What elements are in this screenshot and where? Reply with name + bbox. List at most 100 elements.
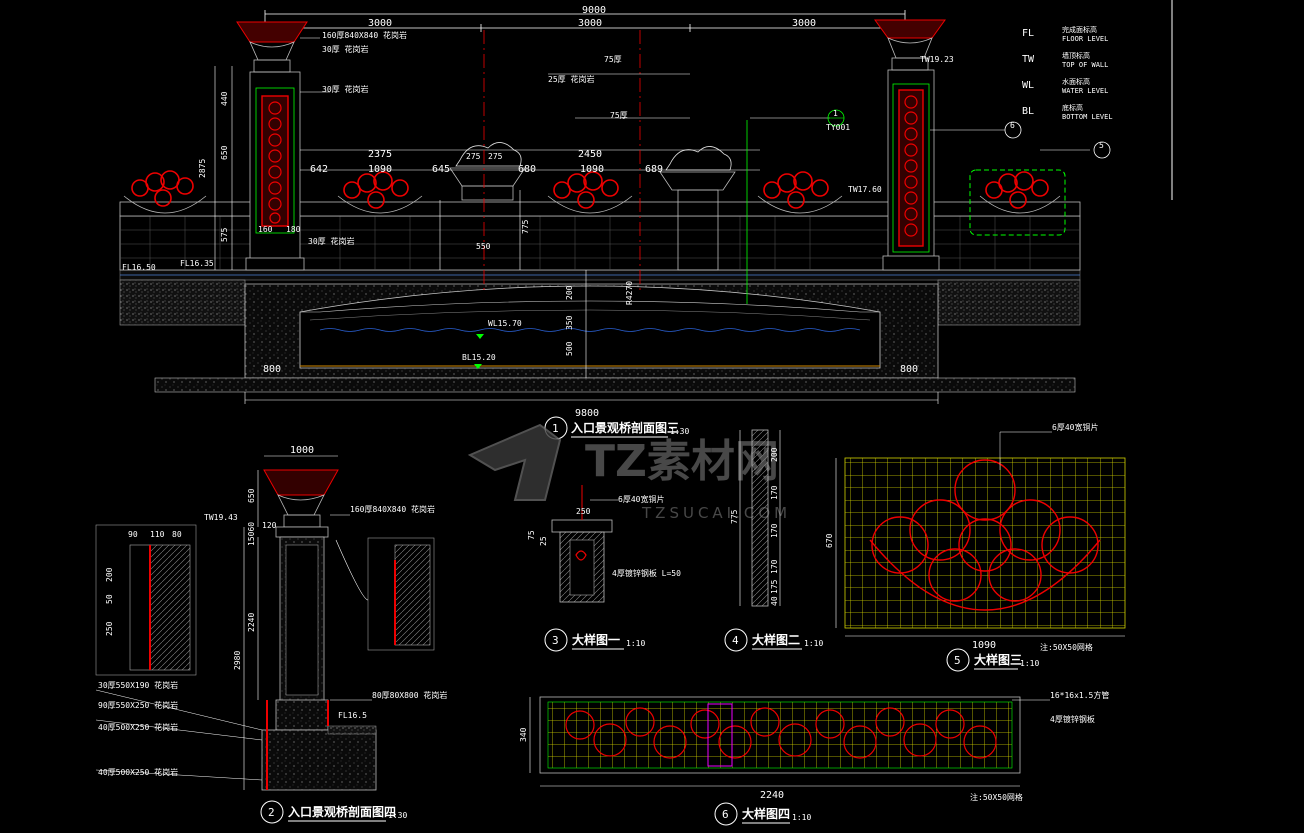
d4-dim-4: 175 bbox=[770, 579, 779, 594]
detail3-number: 3 bbox=[552, 634, 559, 647]
s2-level-fl: FL16.5 bbox=[338, 711, 367, 720]
dim-total: 9000 bbox=[582, 5, 606, 16]
d6-note2: 4厚镀锌钢板 bbox=[1050, 714, 1095, 724]
dim-440: 440 bbox=[220, 91, 229, 106]
dim-642: 642 bbox=[310, 164, 328, 175]
d3-dim-75: 75 bbox=[527, 530, 536, 540]
d3-dim-250: 250 bbox=[576, 507, 591, 516]
dim-2375: 2375 bbox=[368, 149, 392, 160]
dim-2875: 2875 bbox=[198, 159, 207, 178]
detail-3: 250 75 25 6厚40宽铜片 4厚镀锌钢板 L=50 3 大样图一 1:1… bbox=[527, 485, 681, 652]
detail6-scale: 1:10 bbox=[792, 813, 811, 822]
svg-text:30厚 花岗岩: 30厚 花岗岩 bbox=[322, 44, 368, 54]
s2-note-2: 90厚550X250 花岗岩 bbox=[98, 700, 178, 710]
section2-title: 入口景观桥剖面图四 bbox=[288, 804, 396, 819]
d3-note2: 4厚镀锌钢板 L=50 bbox=[612, 568, 681, 578]
legend-code-bl: BL bbox=[1022, 106, 1034, 117]
detail4-title: 大样图二 bbox=[752, 632, 800, 647]
section-1-bridge: 9000 3000 3000 3000 bbox=[119, 5, 1111, 440]
s2-dim-50: 50 bbox=[105, 594, 114, 604]
s2-dim-250: 250 bbox=[105, 621, 114, 636]
legend-zh-fl: 完成面标高 bbox=[1062, 25, 1097, 34]
s2-note-3: 40厚500X250 花岗岩 bbox=[98, 722, 178, 732]
dim-800b: 800 bbox=[900, 364, 918, 375]
d3-note: 6厚40宽铜片 bbox=[618, 494, 664, 504]
dim-650: 650 bbox=[220, 145, 229, 160]
legend-name-bl: BOTTOM LEVEL bbox=[1062, 113, 1113, 121]
dim-350: 350 bbox=[565, 315, 574, 330]
dim-160: 160 bbox=[258, 225, 273, 234]
callout-sheet: TY001 bbox=[826, 123, 850, 132]
dim-550: 550 bbox=[476, 242, 491, 251]
detail6-number: 6 bbox=[722, 808, 729, 821]
d4-dim-total: 775 bbox=[730, 509, 739, 524]
level-fl1635: FL16.35 bbox=[180, 259, 214, 268]
detail4-number: 4 bbox=[732, 634, 739, 647]
s2-dim-15060: 15060 bbox=[247, 522, 256, 546]
svg-text:75厚: 75厚 bbox=[610, 111, 628, 120]
level-bl: BL15.20 bbox=[462, 353, 496, 362]
legend-code-fl: FL bbox=[1022, 28, 1034, 39]
dim-right: 3000 bbox=[792, 18, 816, 29]
legend-name-wl: WATER LEVEL bbox=[1062, 87, 1108, 95]
dim-9800: 9800 bbox=[575, 408, 599, 419]
detail6-title: 大样图四 bbox=[742, 806, 790, 821]
legend-name-tw: TOP OF WALL bbox=[1062, 61, 1108, 69]
s2-dim-650: 650 bbox=[247, 488, 256, 503]
section1-title: 入口景观桥剖面图三 bbox=[571, 420, 679, 435]
dim-2450: 2450 bbox=[578, 149, 602, 160]
dim-1090a: 1090 bbox=[368, 164, 392, 175]
d4-dim-1: 170 bbox=[770, 485, 779, 500]
s2-dim-200: 200 bbox=[105, 567, 114, 582]
detail5-title: 大样图三 bbox=[974, 652, 1022, 667]
detail5-number: 5 bbox=[954, 654, 961, 667]
section2-scale: 1:30 bbox=[388, 811, 407, 820]
d5-dim-w: 1090 bbox=[972, 640, 996, 651]
legend-zh-bl: 底标高 bbox=[1062, 103, 1083, 112]
d4-dim-2: 170 bbox=[770, 523, 779, 538]
radius-label: R4270 bbox=[625, 281, 634, 305]
dim-mid: 3000 bbox=[578, 18, 602, 29]
dim-275a: 275 bbox=[466, 152, 481, 161]
dim-200: 200 bbox=[565, 285, 574, 300]
legend-zh-tw: 墙顶标高 bbox=[1062, 51, 1090, 60]
dim-800a: 800 bbox=[263, 364, 281, 375]
d5-note: 6厚40宽铜片 bbox=[1052, 422, 1098, 432]
detail-ref-6: 6 bbox=[1010, 121, 1015, 130]
detail-5: 1090 670 6厚40宽铜片 注:50X50网格 5 大样图三 1:10 bbox=[825, 422, 1126, 672]
section-2-column: 1000 650 15060 120 2980 2240 TW19.43 FL1… bbox=[95, 445, 447, 824]
d6-note: 16*16x1.5方管 bbox=[1050, 690, 1109, 700]
dim-645: 645 bbox=[432, 164, 450, 175]
s2-dim-2240: 2240 bbox=[247, 613, 256, 632]
s2-level-tw: TW19.43 bbox=[204, 513, 238, 522]
annotation-notes: 160厚840X840 花岗岩 30厚 花岗岩 30厚 花岗岩 25厚 花岗岩 … bbox=[308, 30, 628, 246]
s2-note-4: 40厚500X250 花岗岩 bbox=[98, 767, 178, 777]
watermark: TZ素材网 TZSUCAI.COM bbox=[467, 423, 787, 522]
d4-dim-0: 200 bbox=[770, 447, 779, 462]
watermark-brand: TZ素材网 bbox=[585, 436, 779, 487]
s2-dim-2980: 2980 bbox=[233, 651, 242, 670]
dim-275b: 275 bbox=[488, 152, 503, 161]
legend-code-tw: TW bbox=[1022, 54, 1035, 65]
dim-left: 3000 bbox=[368, 18, 392, 29]
s2-dim-90: 90 bbox=[128, 530, 138, 539]
detail5-scale: 1:10 bbox=[1020, 659, 1039, 668]
s2-dim-80: 80 bbox=[172, 530, 182, 539]
detail3-title: 大样图一 bbox=[572, 632, 620, 647]
detail4-scale: 1:10 bbox=[804, 639, 823, 648]
level-tw1760: TW17.60 bbox=[848, 185, 882, 194]
section1-number: 1 bbox=[552, 422, 559, 435]
detail-ref-5: 5 bbox=[1099, 141, 1104, 150]
svg-text:30厚 花岗岩: 30厚 花岗岩 bbox=[308, 236, 354, 246]
d4-dim-5: 40 bbox=[770, 596, 779, 606]
d5-grid-note: 注:50X50网格 bbox=[1040, 642, 1093, 652]
detail-6: 2240 340 16*16x1.5方管 4厚镀锌钢板 注:50X50网格 6 … bbox=[519, 690, 1109, 826]
dim-689: 689 bbox=[645, 164, 663, 175]
svg-text:25厚 花岗岩: 25厚 花岗岩 bbox=[548, 74, 594, 84]
s2-dim-110: 110 bbox=[150, 530, 165, 539]
svg-text:160厚840X840 花岗岩: 160厚840X840 花岗岩 bbox=[322, 30, 407, 40]
dim-575: 575 bbox=[220, 227, 229, 242]
svg-text:30厚 花岗岩: 30厚 花岗岩 bbox=[322, 84, 368, 94]
dim-1090b: 1090 bbox=[580, 164, 604, 175]
